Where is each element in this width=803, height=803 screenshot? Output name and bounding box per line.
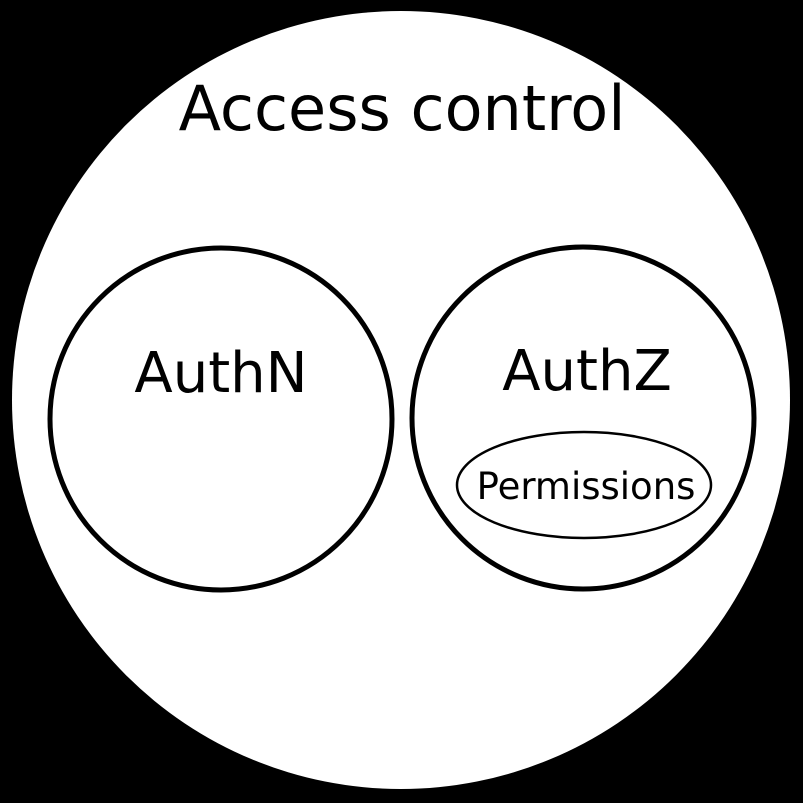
permissions-label: Permissions	[477, 465, 696, 508]
authn-circle	[47, 245, 395, 593]
authz-label: AuthZ	[502, 339, 672, 404]
access-control-label: Access control	[179, 72, 626, 145]
authn-label: AuthN	[134, 341, 307, 406]
permissions-ellipse	[455, 430, 713, 540]
access-control-circle	[12, 11, 790, 789]
